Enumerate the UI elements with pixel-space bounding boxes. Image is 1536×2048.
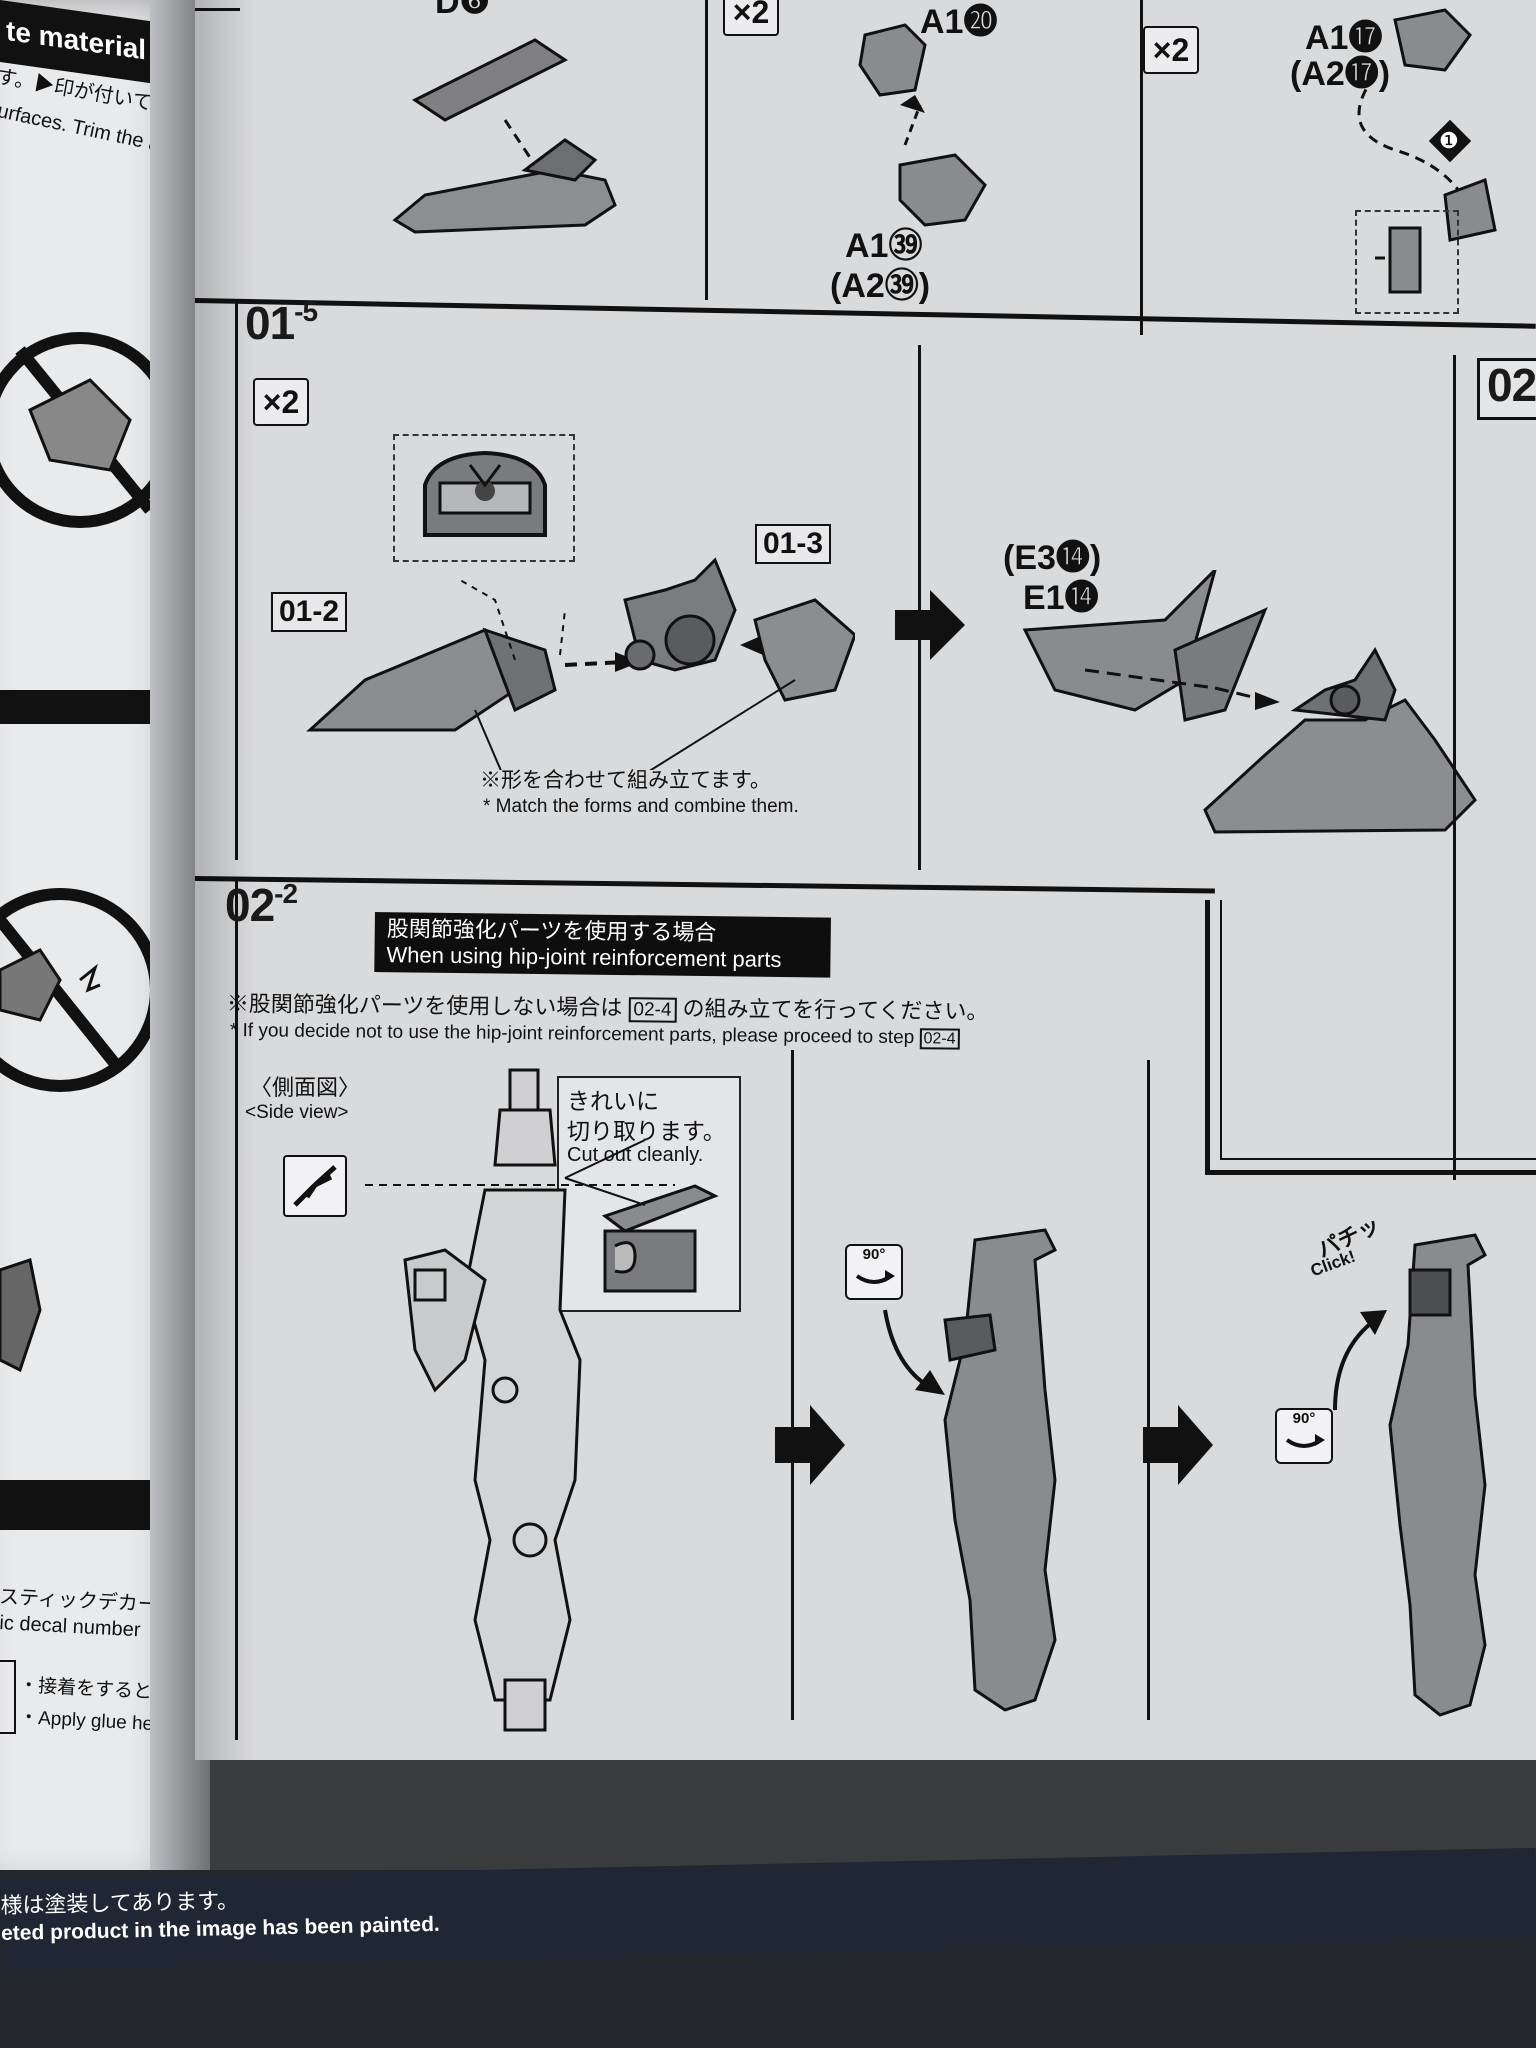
next-step-box — [1477, 358, 1536, 420]
leg-frame-rotated-1 — [943, 1228, 1058, 1712]
no-bend-illustration — [0, 888, 162, 1092]
step-01-5-next-arrow — [895, 590, 965, 660]
detail-callout-box — [393, 434, 575, 562]
decal-number-en: ic decal number — [0, 1612, 141, 1642]
proceed-note-jp-pre: ※股関節強化パーツを使用しない場合は — [226, 990, 623, 1021]
ref-tag-01-2: 01-2 — [271, 592, 348, 632]
match-forms-note-jp: ※形を合わせて組み立てます。 — [480, 769, 771, 792]
rotate-arrow-1 — [883, 1309, 945, 1395]
side-view-leg-frame — [365, 1068, 675, 1732]
proceed-note-jp-ref: 02-4 — [628, 997, 677, 1023]
manual-page: D❻ ×2 A1⓴ A1㊴ (A2㊴) ×2 A1⓱ (A2⓱) ❶ 01-5 … — [194, 0, 1536, 1760]
match-forms-note-en: * Match the forms and combine them. — [483, 796, 799, 817]
proceed-note-en-text: * If you decide not to use the hip-joint… — [229, 1020, 915, 1049]
hip-joint-banner-en: When using hip-joint reinforcement parts — [386, 942, 782, 972]
panel2-part-bottom-1: A1㊴ — [845, 227, 923, 265]
step-01-5-sub: -5 — [294, 296, 318, 327]
step-02-2-top-rule — [194, 876, 1215, 894]
next-step-tag: 02 — [1487, 359, 1536, 411]
proceed-note-jp-post: の組み立てを行ってください。 — [682, 995, 989, 1024]
glue-legend-box — [0, 1660, 16, 1734]
panel3-step-text: ❶ — [1439, 128, 1459, 153]
proceed-note-jp: ※股関節強化パーツを使用しない場合は 02-4 の組み立てを行ってください。 — [227, 986, 989, 1026]
rotate-icon-1-text: 90° — [862, 1246, 886, 1263]
step-02-2-frame — [1205, 900, 1536, 1175]
nipper-icon — [283, 1155, 347, 1217]
side-view-label-jp: 〈側面図〉 — [250, 1075, 361, 1100]
panel3-detail-illustration — [1375, 226, 1422, 294]
detail-callout-illustration — [423, 450, 547, 537]
ref-tag-01-3: 01-3 — [755, 524, 832, 564]
bottom-strip-jp: 様は塗装してあります。 — [0, 1888, 240, 1918]
rotate-icon-2: 90° — [1275, 1408, 1333, 1464]
rotate-arrow-2 — [1333, 1310, 1387, 1411]
rotate-icon-2-text: 90° — [1292, 1410, 1316, 1427]
leg-frame-rotated-2 — [1388, 1233, 1487, 1717]
step-02-2-divider-2 — [1147, 1060, 1150, 1720]
step-01-5-result-illustration — [1022, 570, 1477, 834]
step-02-2-divider-1 — [791, 1050, 794, 1720]
panel3-quantity: ×2 — [1143, 26, 1199, 74]
left-page-divider-1 — [0, 690, 175, 724]
top-divider-1 — [705, 0, 708, 300]
proceed-note-en-ref: 02-4 — [919, 1028, 960, 1050]
step-01-5-divider — [918, 345, 921, 870]
panel2-part-top: A1⓴ — [920, 3, 998, 41]
panel3-part-1: A1⓱ — [1305, 19, 1383, 57]
top-row-rule-left — [195, 8, 240, 11]
step-01-5-tag: 01-5 — [245, 296, 318, 350]
rotate-icon-1: 90° — [845, 1244, 903, 1300]
panel2-quantity: ×2 — [723, 0, 779, 36]
step-02-2-arrow-2 — [1143, 1405, 1213, 1485]
step-02-2-inner-frame — [1220, 900, 1536, 1160]
left-page-header-text: te material — [6, 14, 147, 66]
step-01-5-left-rule — [235, 300, 238, 860]
cut-cleanly-illustration — [601, 1184, 719, 1293]
top-divider-2 — [1140, 0, 1143, 335]
step-02-2-sub: -2 — [274, 878, 298, 909]
cut-cleanly-jp-1: きれいに — [567, 1088, 659, 1114]
panel3-part-2: (A2⓱) — [1290, 55, 1391, 93]
step-01-5-part-1: (E3⓮) — [1003, 539, 1102, 577]
step-02-2-left-rule — [235, 880, 238, 1740]
step-01-5-right-rule — [1453, 355, 1456, 1180]
panel3-detail-box — [1355, 210, 1459, 314]
cut-cleanly-jp-2: 切り取ります。 — [567, 1118, 726, 1144]
step-01-5-number: 01 — [245, 297, 295, 349]
left-part-illustration — [0, 1258, 42, 1373]
step-01-5-part-2: E1⓮ — [1023, 579, 1099, 617]
step-01-5-quantity: ×2 — [253, 378, 309, 426]
step-01-5-assembly-illustration — [306, 557, 855, 770]
hip-joint-banner: 股関節強化パーツを使用する場合 When using hip-joint rei… — [374, 912, 831, 978]
panel2-part-bottom-2: (A2㊴) — [830, 267, 931, 305]
step-02-2-tag: 02-2 — [225, 878, 298, 932]
part-d6-illustration — [392, 38, 617, 234]
panel2-parts-illustration — [858, 23, 987, 227]
side-view-label-en: <Side view> — [245, 1102, 349, 1123]
step-02-2-arrow-1 — [775, 1405, 845, 1485]
step-02-2-number: 02 — [225, 879, 275, 931]
top-step-label: D❻ — [435, 0, 491, 21]
